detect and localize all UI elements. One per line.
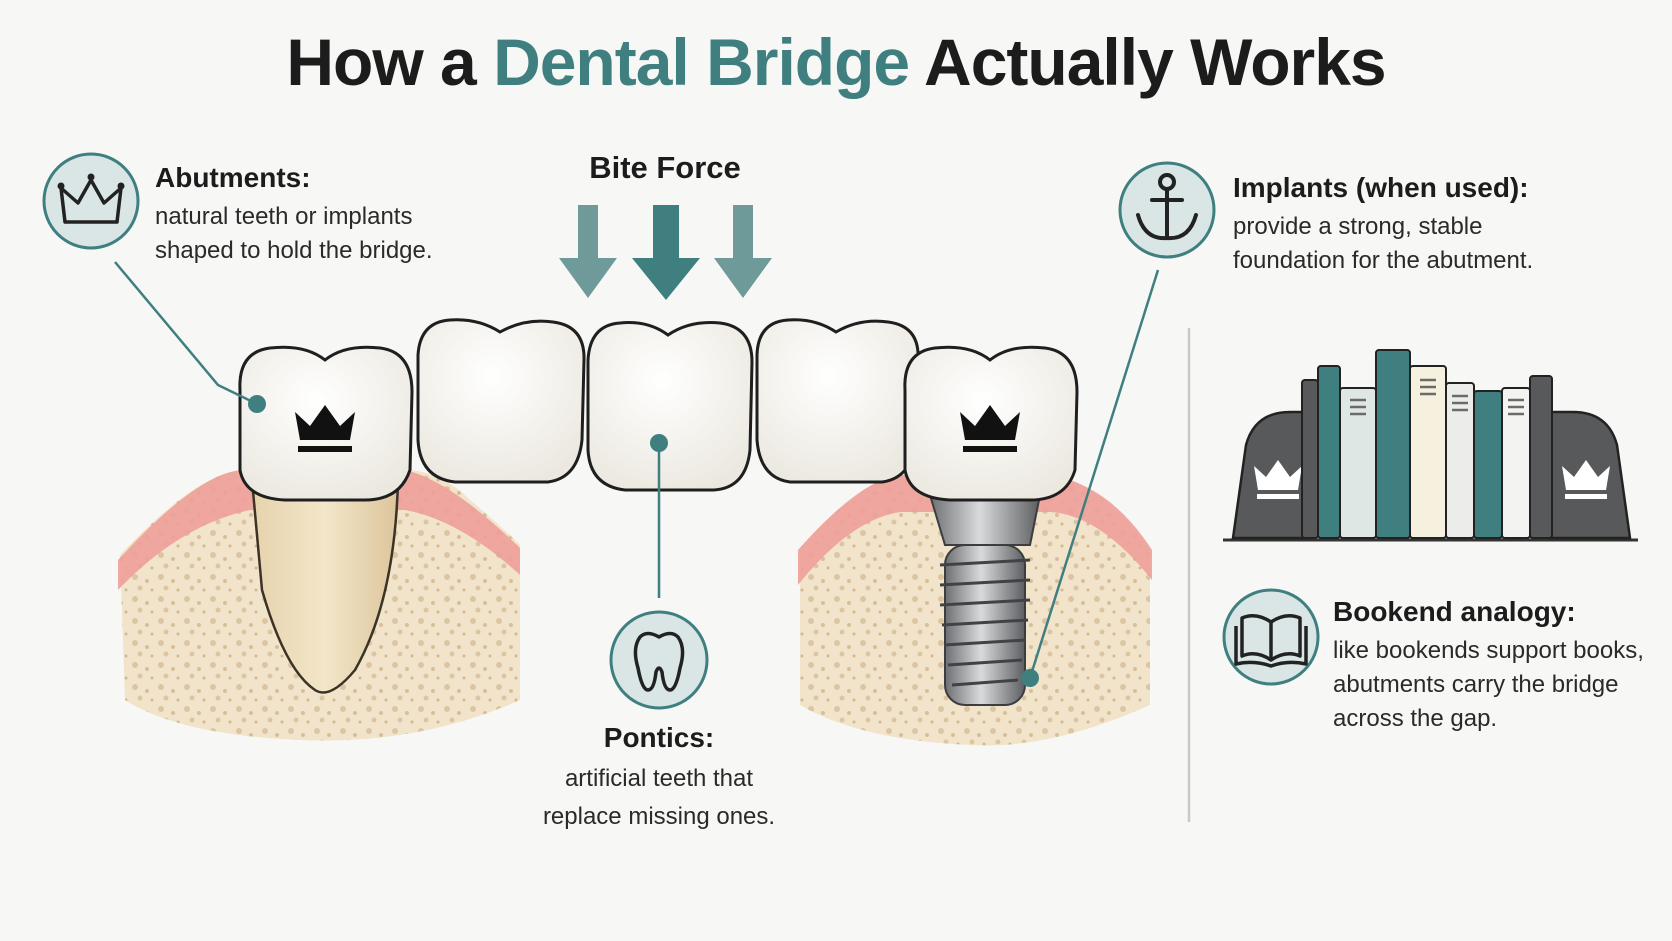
bookend-line2: abutments carry the bridge (1333, 671, 1619, 698)
bookend-line1: like bookends support books, (1333, 637, 1644, 664)
bookend-icon-badge (1222, 588, 1320, 686)
title-part2: Actually Works (909, 25, 1387, 99)
book (1409, 365, 1447, 539)
book (1473, 390, 1503, 539)
implant-dot (1021, 669, 1039, 687)
pontic-dot (650, 434, 668, 452)
crown-icon (1254, 460, 1302, 499)
implants-callout: Implants (when used): provide a strong, … (1233, 172, 1533, 278)
implant-leader (1028, 269, 1160, 679)
abutments-heading: Abutments: (155, 162, 311, 193)
implants-line1: provide a strong, stable (1233, 213, 1483, 240)
bite-force-label: Bite Force (589, 150, 741, 185)
book (1529, 375, 1553, 539)
abutments-callout: Abutments: natural teeth or implants sha… (155, 162, 433, 268)
book (1339, 387, 1377, 539)
pontic-1 (416, 318, 586, 484)
pontic-2 (586, 321, 754, 492)
bookend-callout: Bookend analogy: like bookends support b… (1333, 596, 1644, 736)
tooth-icon (633, 631, 685, 692)
crown-icon (59, 178, 123, 224)
page-title: How a Dental Bridge Actually Works (0, 24, 1672, 100)
title-part1: How a (286, 25, 494, 99)
implant-screw (928, 494, 1042, 706)
abutment-leader (114, 261, 258, 406)
arrow-right (714, 205, 772, 298)
crown-icon (960, 405, 1020, 452)
book (1301, 379, 1319, 539)
book (1445, 382, 1475, 539)
natural-root (250, 478, 400, 694)
pontics-line1: artificial teeth that (564, 765, 754, 792)
implants-heading: Implants (when used): (1233, 172, 1529, 203)
arrow-center (632, 205, 700, 300)
arrow-left (559, 205, 617, 298)
book (1317, 365, 1341, 539)
abutment-dot (248, 395, 266, 413)
implant-icon-badge (1118, 161, 1216, 259)
bookend-line3: across the gap. (1333, 705, 1498, 732)
abutments-line2: shaped to hold the bridge. (155, 237, 433, 264)
book-icon (1234, 614, 1308, 668)
crown-icon (295, 405, 355, 452)
crown-icon (1562, 460, 1610, 499)
pontics-callout: Pontics: artificial teeth that replace m… (494, 722, 824, 836)
anchor-icon (1136, 173, 1198, 241)
pontics-line2: replace missing ones. (542, 803, 776, 830)
book (1375, 349, 1411, 539)
bridge-crowns (238, 318, 1079, 502)
abutment-icon-badge (42, 152, 140, 250)
pontic-3 (755, 318, 920, 484)
bookshelf-illustration (1223, 349, 1638, 542)
book (1501, 387, 1531, 539)
bite-force-arrows (559, 205, 772, 300)
title-accent: Dental Bridge (493, 25, 910, 99)
bookend-heading: Bookend analogy: (1333, 596, 1576, 627)
pontic-icon-badge (609, 610, 709, 710)
pontics-heading: Pontics: (603, 722, 715, 753)
implants-line2: foundation for the abutment. (1233, 247, 1534, 274)
abutments-line1: natural teeth or implants (155, 203, 413, 230)
